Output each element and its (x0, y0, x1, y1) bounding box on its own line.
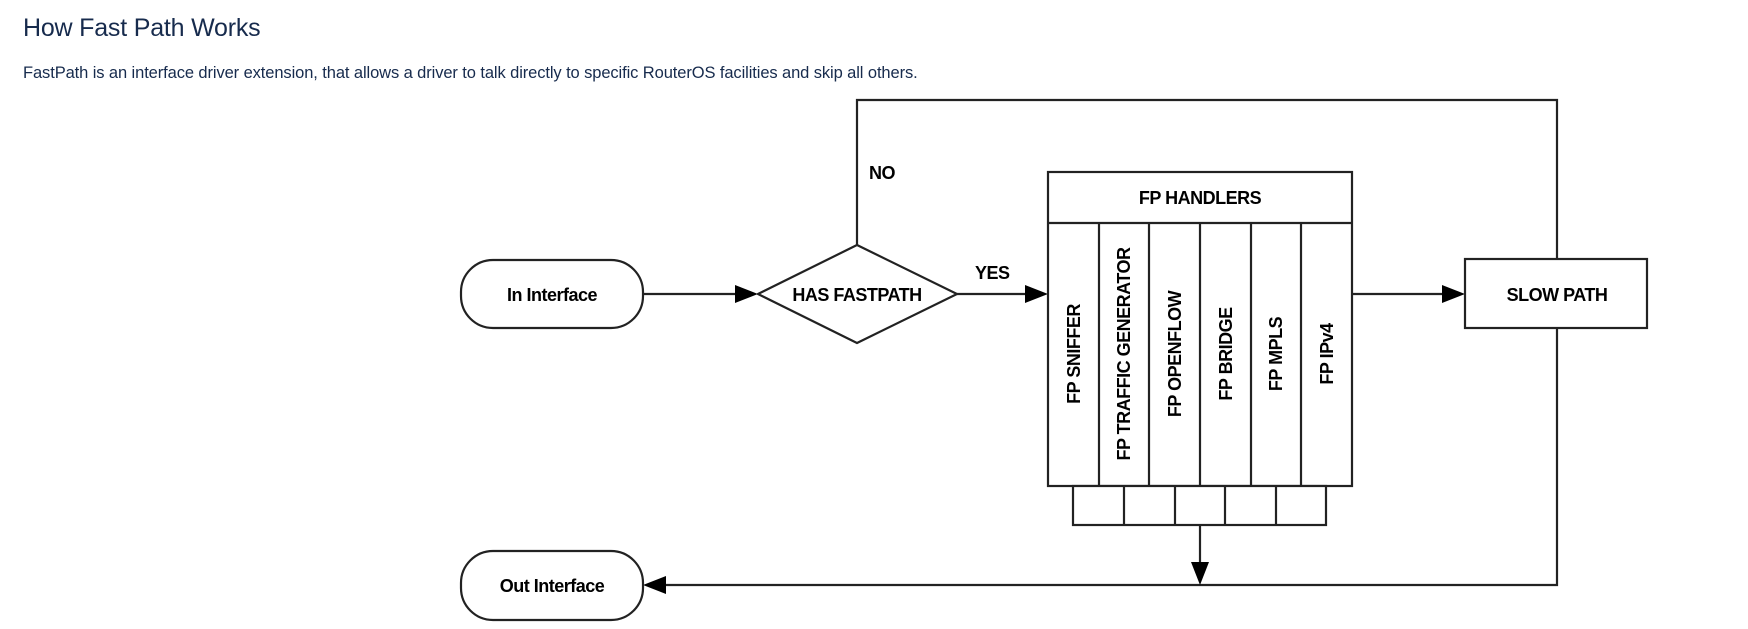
no-label: NO (869, 163, 895, 183)
handler-fp-bridge: FP BRIDGE (1216, 307, 1236, 401)
arrowhead-bus-down (1191, 562, 1209, 585)
handler-fp-openflow: FP OPENFLOW (1165, 290, 1185, 417)
handler-fp-ipv4: FP IPv4 (1317, 323, 1337, 385)
handler-fp-traffic-generator: FP TRAFFIC GENERATOR (1114, 247, 1134, 461)
handler-fp-sniffer: FP SNIFFER (1064, 304, 1084, 404)
edge-slow-path-to-out (655, 328, 1559, 587)
edge-no-to-slow-path (855, 98, 1559, 259)
out-interface-label: Out Interface (500, 576, 605, 596)
out-interface-node (459, 549, 645, 622)
handler-fp-mpls: FP MPLS (1266, 316, 1286, 391)
decision-label: HAS FASTPATH (792, 285, 921, 305)
slow-path-label: SLOW PATH (1507, 285, 1608, 305)
yes-label: YES (975, 263, 1010, 283)
in-interface-label: In Interface (507, 285, 598, 305)
arrowhead-in-to-decision (735, 285, 758, 303)
handlers-output-bus (1071, 484, 1328, 527)
page-description: FastPath is an interface driver extensio… (23, 64, 918, 82)
page-title: How Fast Path Works (23, 14, 261, 42)
handlers-title: FP HANDLERS (1139, 188, 1262, 208)
slow-path-node (1463, 257, 1649, 330)
arrowhead-out (643, 576, 666, 594)
arrowhead-slow-path (1442, 285, 1465, 303)
arrowhead-yes (1025, 285, 1048, 303)
